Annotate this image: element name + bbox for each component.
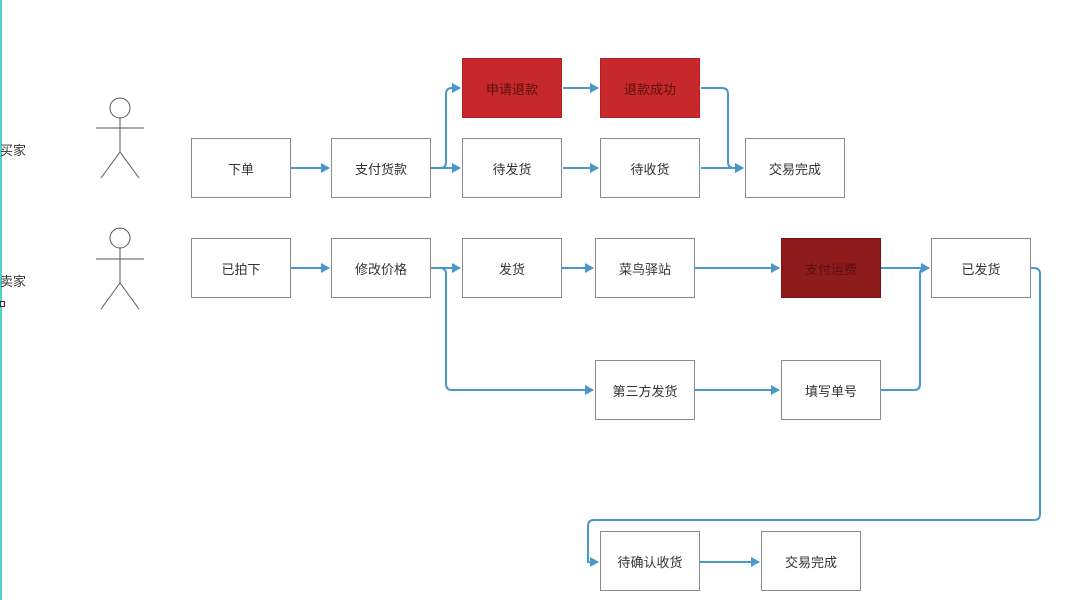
node-seller-edit-price[interactable]: 修改价格 [331,238,431,298]
node-buyer-wait-receive[interactable]: 待收货 [600,138,700,198]
role-label-seller: 卖家 [0,275,27,290]
node-buyer-refund-apply[interactable]: 申请退款 [462,58,562,118]
edge-shipped-to-confirm [587,267,1041,567]
node-seller-ship[interactable]: 发货 [462,238,562,298]
edge-edit-price-to-third-party [431,267,594,395]
node-seller-third-party[interactable]: 第三方发货 [595,360,695,420]
node-buyer-done[interactable]: 交易完成 [745,138,845,198]
role-label-buyer: 买家 [0,144,27,159]
node-seller-ordered[interactable]: 已拍下 [191,238,291,298]
edge-refund-success-to-done [701,87,744,173]
edge-fill-number-to-shipped [881,263,930,391]
canvas-left-edge [0,0,2,600]
node-seller-fill-number[interactable]: 填写单号 [781,360,881,420]
node-final-done[interactable]: 交易完成 [761,531,861,591]
node-seller-cainiao[interactable]: 菜鸟驿站 [595,238,695,298]
edge-pay-to-refund-apply [431,83,461,169]
node-buyer-wait-ship[interactable]: 待发货 [462,138,562,198]
buyer-actor-icon [96,97,144,179]
node-buyer-order[interactable]: 下单 [191,138,291,198]
node-seller-shipped[interactable]: 已发货 [931,238,1031,298]
node-buyer-pay[interactable]: 支付货款 [331,138,431,198]
seller-actor-icon [96,227,144,310]
node-seller-pay-freight[interactable]: 支付运费 [781,238,881,298]
node-confirm-receipt[interactable]: 待确认收货 [600,531,700,591]
selection-handle[interactable] [0,301,5,307]
node-buyer-refund-success[interactable]: 退款成功 [600,58,700,118]
